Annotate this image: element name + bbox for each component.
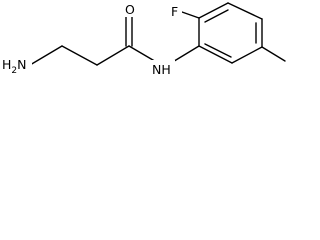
oxygen-label-bg: [123, 1, 135, 17]
ring-bond-6: [198, 45, 233, 64]
bond-n-ch2a: [29, 45, 63, 66]
amine-h: H: [2, 57, 11, 72]
bond-nh-ring: [170, 45, 200, 64]
amine-label-bg: [1, 55, 32, 73]
amide-nh-label: NH: [152, 62, 171, 77]
bond-ring-fluorine: [181, 11, 200, 19]
amine-label: H2N: [2, 57, 27, 76]
bond-ch2a-ch2b: [61, 45, 98, 66]
amine-n: N: [17, 57, 26, 72]
ring-inner-bond-1: [204, 9, 229, 23]
ring-inner-bond-3: [204, 43, 232, 58]
bond-layer: [29, 2, 286, 66]
amine-subscript: 2: [11, 66, 17, 76]
molecule-structure: H2N O NH F: [1, 1, 286, 78]
bond-ring-methyl: [261, 46, 286, 62]
carbonyl-oxygen-label: O: [125, 2, 135, 17]
amide-nh-label-bg: [151, 60, 175, 78]
ring-bond-3: [227, 2, 263, 20]
ring-bond-5: [231, 46, 263, 64]
bond-ch2b-carbonyl: [96, 45, 130, 66]
atom-label-layer: H2N O NH F: [1, 1, 182, 78]
fluorine-label: F: [171, 4, 178, 19]
fluorine-label-bg: [170, 3, 182, 19]
ring-bond-2: [198, 2, 229, 19]
